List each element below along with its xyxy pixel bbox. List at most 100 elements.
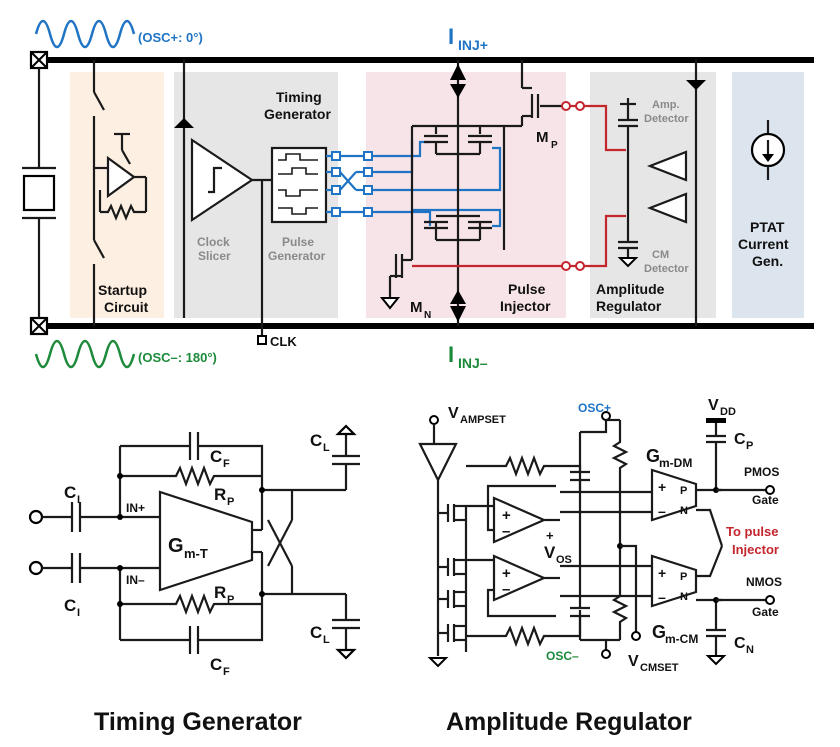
svg-text:m-CM: m-CM <box>665 632 698 646</box>
svg-text:P: P <box>551 140 558 151</box>
timing-generator-top: Timing Generator Clock Slicer Pulse Gene… <box>174 60 331 349</box>
svg-text:Generator: Generator <box>264 106 331 122</box>
svg-text:C: C <box>64 596 76 615</box>
svg-text:PTAT: PTAT <box>750 219 785 235</box>
svg-text:P: P <box>227 496 234 508</box>
svg-text:Gen.: Gen. <box>752 253 783 269</box>
startup-block-bg <box>70 72 164 318</box>
svg-text:INJ+: INJ+ <box>458 37 488 53</box>
svg-text:P: P <box>680 571 687 583</box>
svg-text:N: N <box>680 505 688 517</box>
svg-text:R: R <box>214 583 226 602</box>
svg-text:Detector: Detector <box>644 263 689 275</box>
svg-text:OSC+: OSC+ <box>578 401 611 415</box>
svg-text:Regulator: Regulator <box>596 298 662 314</box>
svg-text:Generator: Generator <box>268 249 326 263</box>
svg-text:G: G <box>652 622 666 642</box>
svg-text:L: L <box>323 634 330 646</box>
svg-text:C: C <box>310 623 322 642</box>
amp-regulator-schematic: + – + – + V OS + – + – P N <box>418 397 782 674</box>
svg-text:Pulse: Pulse <box>508 281 546 297</box>
svg-text:DD: DD <box>720 406 736 418</box>
svg-text:I: I <box>448 24 454 49</box>
svg-text:NMOS: NMOS <box>746 575 782 589</box>
svg-text:Pulse: Pulse <box>282 235 314 249</box>
svg-text:N: N <box>746 644 754 656</box>
svg-text:CM: CM <box>652 249 669 261</box>
svg-text:V: V <box>708 397 719 414</box>
svg-text:V: V <box>628 653 639 670</box>
svg-text:P: P <box>746 440 753 452</box>
svg-text:Injector: Injector <box>732 542 779 557</box>
svg-text:P: P <box>680 485 687 497</box>
svg-text:INJ–: INJ– <box>458 355 488 371</box>
svg-text:m-T: m-T <box>184 546 208 561</box>
amp-title: Amplitude Regulator <box>446 708 692 736</box>
svg-text:N: N <box>680 591 688 603</box>
svg-text:+: + <box>658 565 666 581</box>
svg-text:Clock: Clock <box>197 235 230 249</box>
svg-text:F: F <box>223 458 230 470</box>
osc-plus-label: (OSC+: 0°) <box>138 30 203 45</box>
osc-minus-label: (OSC–: 180°) <box>138 350 217 365</box>
svg-text:F: F <box>223 666 230 678</box>
svg-text:Amplitude: Amplitude <box>596 281 665 297</box>
startup-circuit: Startup Circuit <box>92 60 149 326</box>
svg-text:G: G <box>646 446 660 466</box>
svg-text:PMOS: PMOS <box>744 465 779 479</box>
svg-text:C: C <box>210 655 222 674</box>
svg-text:R: R <box>214 485 226 504</box>
svg-text:OSC–: OSC– <box>546 649 579 663</box>
svg-text:OS: OS <box>556 554 572 566</box>
svg-text:IN+: IN+ <box>126 501 145 515</box>
svg-text:–: – <box>658 503 666 519</box>
svg-text:Current: Current <box>738 236 789 252</box>
svg-text:CLK: CLK <box>270 334 297 349</box>
svg-text:V: V <box>448 405 459 422</box>
svg-text:CMSET: CMSET <box>640 662 679 674</box>
svg-text:Amp.: Amp. <box>652 99 680 111</box>
svg-text:N: N <box>424 310 431 321</box>
inj-minus-label: I INJ– <box>448 342 488 371</box>
svg-text:Slicer: Slicer <box>198 249 231 263</box>
svg-text:Timing: Timing <box>276 89 322 105</box>
svg-text:I: I <box>77 494 80 506</box>
svg-text:IN–: IN– <box>126 573 145 587</box>
timing-generator-schematic: C I C I C F C F R P R P C L C L G m-T IN… <box>28 424 360 678</box>
svg-text:–: – <box>502 523 510 540</box>
timing-title: Timing Generator <box>94 708 302 736</box>
svg-text:Injector: Injector <box>500 298 551 314</box>
svg-text:Circuit: Circuit <box>104 299 149 315</box>
pad-bottom <box>29 316 49 336</box>
svg-text:+: + <box>658 479 666 495</box>
svg-text:Gate: Gate <box>752 605 779 619</box>
svg-text:AMPSET: AMPSET <box>460 414 506 426</box>
svg-text:Detector: Detector <box>644 113 689 125</box>
svg-text:+: + <box>502 565 511 582</box>
ptat-block: PTAT Current Gen. <box>738 120 789 269</box>
svg-text:–: – <box>658 589 666 605</box>
svg-text:I: I <box>448 342 454 367</box>
svg-text:To pulse: To pulse <box>726 524 778 539</box>
svg-text:G: G <box>168 535 184 557</box>
svg-text:Gate: Gate <box>752 493 779 507</box>
svg-text:P: P <box>227 594 234 606</box>
amp-regulator-top: Amp. Detector CM Detector Amplitude Regu… <box>596 60 706 326</box>
osc-plus-wave <box>34 19 136 49</box>
svg-text:M: M <box>410 299 423 316</box>
svg-text:V: V <box>544 543 556 562</box>
svg-text:C: C <box>734 635 746 652</box>
ptat-block-bg <box>732 72 804 318</box>
svg-text:L: L <box>323 442 330 454</box>
svg-text:M: M <box>536 129 549 146</box>
svg-text:–: – <box>502 581 510 598</box>
crystal-icon <box>22 68 56 318</box>
osc-minus-wave <box>34 339 136 369</box>
control-wires <box>412 101 626 271</box>
svg-text:+: + <box>502 507 511 524</box>
svg-text:m-DM: m-DM <box>659 456 692 470</box>
svg-text:Startup: Startup <box>98 282 147 298</box>
svg-text:+: + <box>546 528 554 543</box>
svg-text:C: C <box>64 483 76 502</box>
